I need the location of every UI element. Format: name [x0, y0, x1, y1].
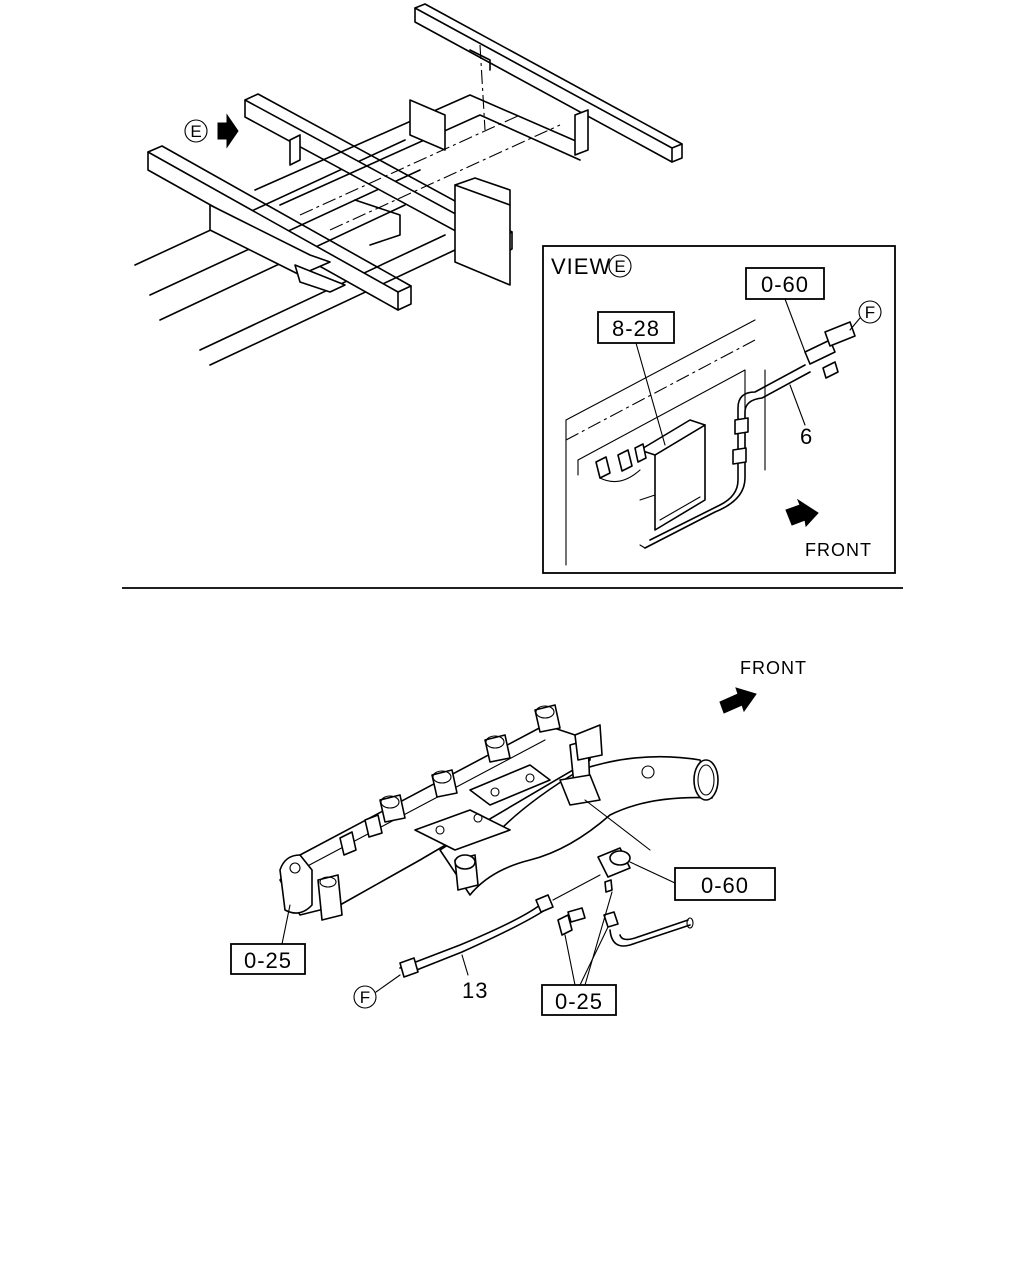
view-e-inset: VIEW E 0-60 8-28 — [542, 245, 896, 574]
bottom-ref-box-0-25-left — [230, 943, 306, 975]
inset-ref-box-0-60-label: 0-60 — [761, 272, 809, 297]
inset-view-label: VIEW — [551, 254, 611, 279]
inset-ref-box-8-28-label: 8-28 — [612, 316, 660, 341]
view-e-marker-label: E — [190, 122, 201, 141]
view-direction-arrow-icon — [217, 113, 239, 149]
bottom-front-label: FRONT — [740, 658, 807, 678]
inset-front-arrow-icon — [785, 498, 819, 528]
bottom-ref-box-0-25-bottom — [541, 984, 617, 1016]
inset-connector-marker: F — [865, 303, 875, 322]
bottom-ref-box-0-25-left-label: 0-25 — [244, 948, 292, 973]
bottom-part-number: 13 — [462, 978, 488, 1003]
intake-manifold-illustration — [279, 704, 719, 921]
bottom-connector-marker: F — [360, 988, 370, 1007]
inset-front-label: FRONT — [805, 540, 872, 560]
inset-view-marker: E — [614, 257, 625, 276]
bottom-front-arrow-icon — [719, 687, 757, 714]
bottom-ref-box-0-60 — [674, 867, 776, 901]
view-e-marker: E — [184, 113, 239, 149]
sensor-harness-illustration — [399, 799, 694, 978]
bottom-ref-box-0-25-bottom-label: 0-25 — [555, 989, 603, 1014]
inset-part-number: 6 — [800, 424, 813, 449]
chassis-frame-illustration — [134, 3, 683, 366]
bottom-ref-box-0-60-label: 0-60 — [701, 873, 749, 898]
